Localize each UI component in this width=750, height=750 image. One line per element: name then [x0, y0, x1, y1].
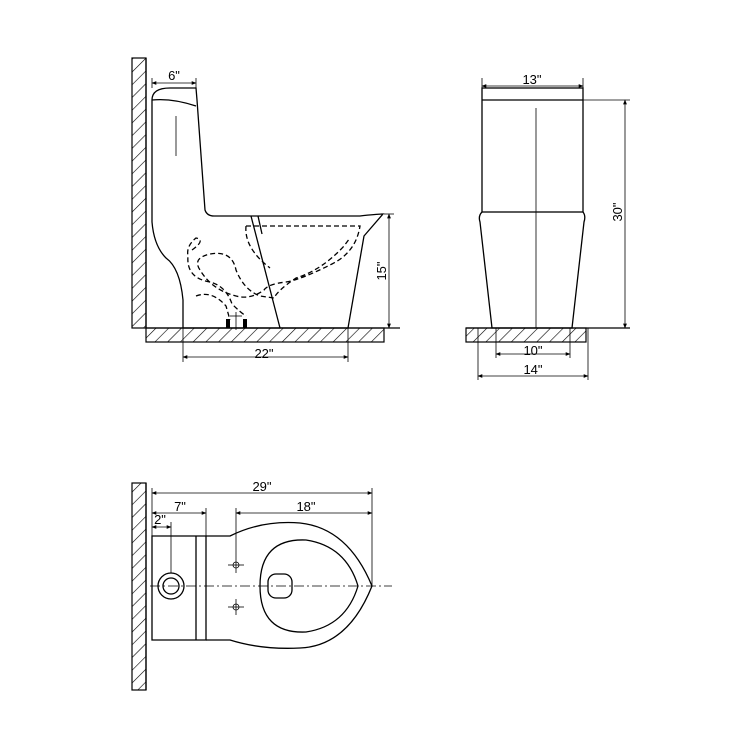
dim-29-label: 29" — [252, 479, 271, 494]
front-tank — [481, 87, 584, 213]
side-view: 6" 15" 22" — [131, 57, 400, 362]
top-view: 29" 7" 2" 18" — [131, 479, 392, 691]
side-seat-front-line — [250, 215, 281, 329]
dim-10-label: 10" — [523, 343, 542, 358]
side-outlet-marker-left — [226, 319, 230, 328]
dim-30-label: 30" — [610, 202, 625, 221]
dim-7-label: 7" — [174, 499, 186, 514]
front-floor-hatch — [465, 327, 587, 343]
dim-18-label: 18" — [296, 499, 315, 514]
dim-14-label: 14" — [523, 362, 542, 377]
top-wall-hatch — [131, 482, 147, 691]
dim-6-label: 6" — [168, 68, 180, 83]
side-tank-lid — [151, 98, 197, 107]
dim-13-label: 13" — [522, 72, 541, 87]
dim-15-label: 15" — [374, 261, 389, 280]
dim-2-label: 2" — [154, 512, 166, 527]
side-seat-edge — [257, 215, 263, 235]
front-bowl — [478, 211, 586, 329]
dim-22-label: 22" — [254, 346, 273, 361]
side-wall-hatch — [131, 57, 147, 329]
side-toilet-outline — [151, 87, 385, 329]
side-outlet-marker-right — [243, 319, 247, 328]
front-view: 13" 30" 10" 14" — [465, 72, 630, 380]
